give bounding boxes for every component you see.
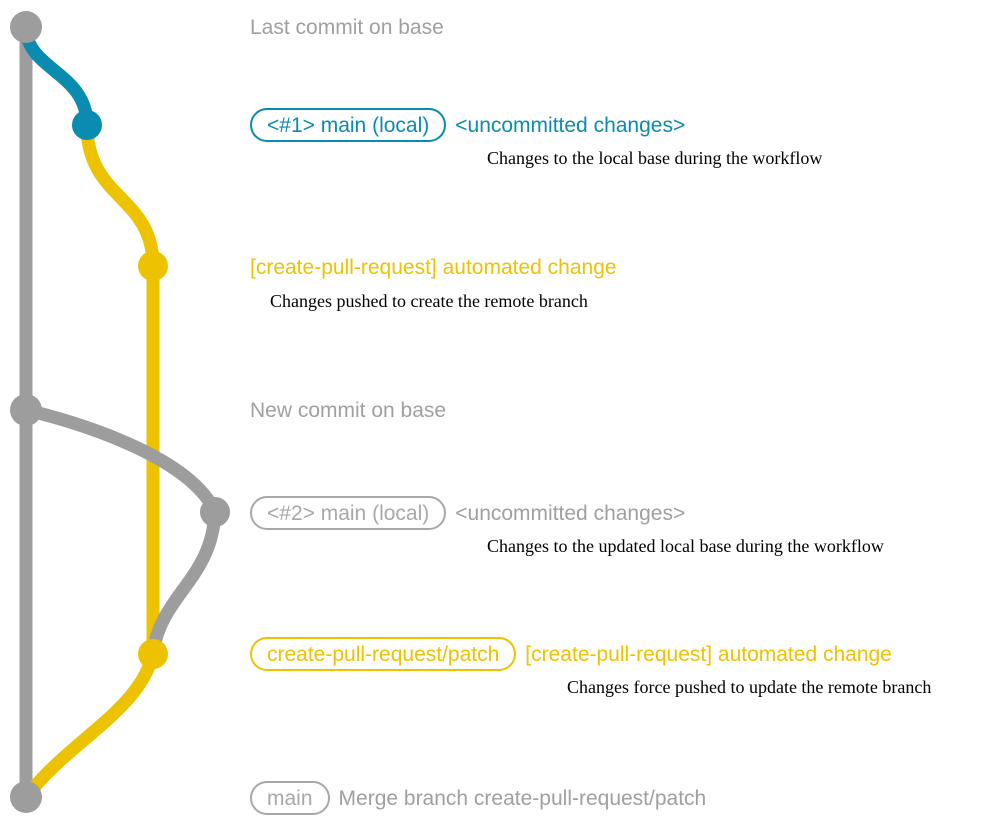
ref-badge-create-pull-request-patch[interactable]: create-pull-request/patch xyxy=(250,637,517,671)
commit-note: Changes to the local base during the wor… xyxy=(487,148,823,168)
commit-subject: [create-pull-request] automated change xyxy=(250,256,617,279)
ref-badge-main-local-2[interactable]: <#2> main (local) xyxy=(250,496,447,530)
row-automated-change-2: create-pull-request/patch [create-pull-r… xyxy=(250,635,981,698)
row-local-change-2: <#2> main (local) <uncommitted changes> … xyxy=(250,494,981,557)
commit-note: Changes to the updated local base during… xyxy=(487,536,884,556)
commit-node-remote-1[interactable] xyxy=(138,251,168,281)
commit-node-local-1[interactable] xyxy=(72,110,102,140)
ref-badge-main[interactable]: main xyxy=(250,781,330,815)
edge-remote2-to-merge xyxy=(19,647,160,804)
row-automated-change-1: [create-pull-request] automated change C… xyxy=(250,249,981,312)
commit-subject: New commit on base xyxy=(250,399,447,422)
row-header: New commit on base xyxy=(250,392,981,430)
row-header: <#2> main (local) <uncommitted changes> xyxy=(250,494,981,532)
ref-badge-main-local-1[interactable]: <#1> main (local) xyxy=(250,108,447,142)
row-header: main Merge branch create-pull-request/pa… xyxy=(250,779,981,817)
commit-subject: Merge branch create-pull-request/patch xyxy=(338,786,707,810)
row-header: Last commit on base xyxy=(250,9,981,47)
commit-node-remote-2[interactable] xyxy=(138,639,168,669)
commit-node-last-base[interactable] xyxy=(10,11,42,43)
row-header: <#1> main (local) <uncommitted changes> xyxy=(250,106,981,144)
commit-graph xyxy=(10,11,230,813)
row-header: [create-pull-request] automated change xyxy=(250,249,981,287)
commit-note: Changes force pushed to update the remot… xyxy=(567,677,932,697)
row-merge-commit: main Merge branch create-pull-request/pa… xyxy=(250,779,981,817)
edge-base2-to-local2 xyxy=(19,403,222,519)
commit-node-new-base[interactable] xyxy=(10,394,42,426)
edge-local2-to-remote2 xyxy=(146,505,222,661)
row-header: create-pull-request/patch [create-pull-r… xyxy=(250,635,981,673)
commit-node-merge[interactable] xyxy=(10,781,42,813)
row-local-change-1: <#1> main (local) <uncommitted changes> … xyxy=(250,106,981,169)
commit-subject: <uncommitted changes> xyxy=(455,501,686,525)
commit-node-local-2[interactable] xyxy=(200,497,230,527)
row-new-commit-on-base: New commit on base xyxy=(250,392,981,430)
edge-base-to-local1 xyxy=(19,20,94,132)
commit-note: Changes pushed to create the remote bran… xyxy=(270,291,588,311)
row-last-commit-on-base: Last commit on base xyxy=(250,9,981,47)
commit-subject: [create-pull-request] automated change xyxy=(525,642,892,666)
commit-subject: Last commit on base xyxy=(250,16,444,39)
commit-subject: <uncommitted changes> xyxy=(455,113,686,137)
edge-local1-to-remote1 xyxy=(80,118,160,273)
